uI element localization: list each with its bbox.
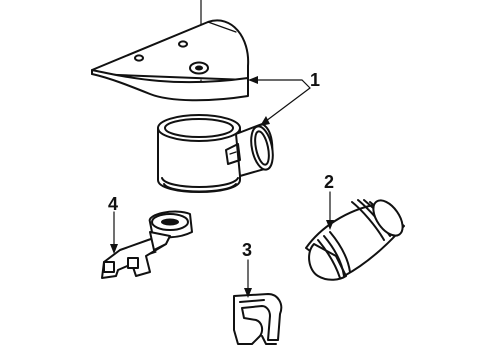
mounting-bracket bbox=[101, 210, 193, 279]
leader-1-housing bbox=[261, 87, 311, 125]
callout-2: 2 bbox=[324, 172, 334, 192]
callout-3: 3 bbox=[242, 240, 252, 260]
air-cleaner-cover bbox=[91, 19, 250, 102]
callout-1: 1 bbox=[310, 70, 320, 90]
leader-lines bbox=[110, 76, 334, 298]
air-cleaner-housing bbox=[157, 114, 274, 193]
intake-duct bbox=[305, 199, 405, 281]
hose-clip bbox=[233, 293, 283, 345]
leader-1-cover bbox=[249, 79, 311, 89]
cover-hole-left bbox=[134, 54, 144, 62]
callout-4: 4 bbox=[108, 194, 118, 214]
cover-hole-right bbox=[178, 40, 188, 48]
